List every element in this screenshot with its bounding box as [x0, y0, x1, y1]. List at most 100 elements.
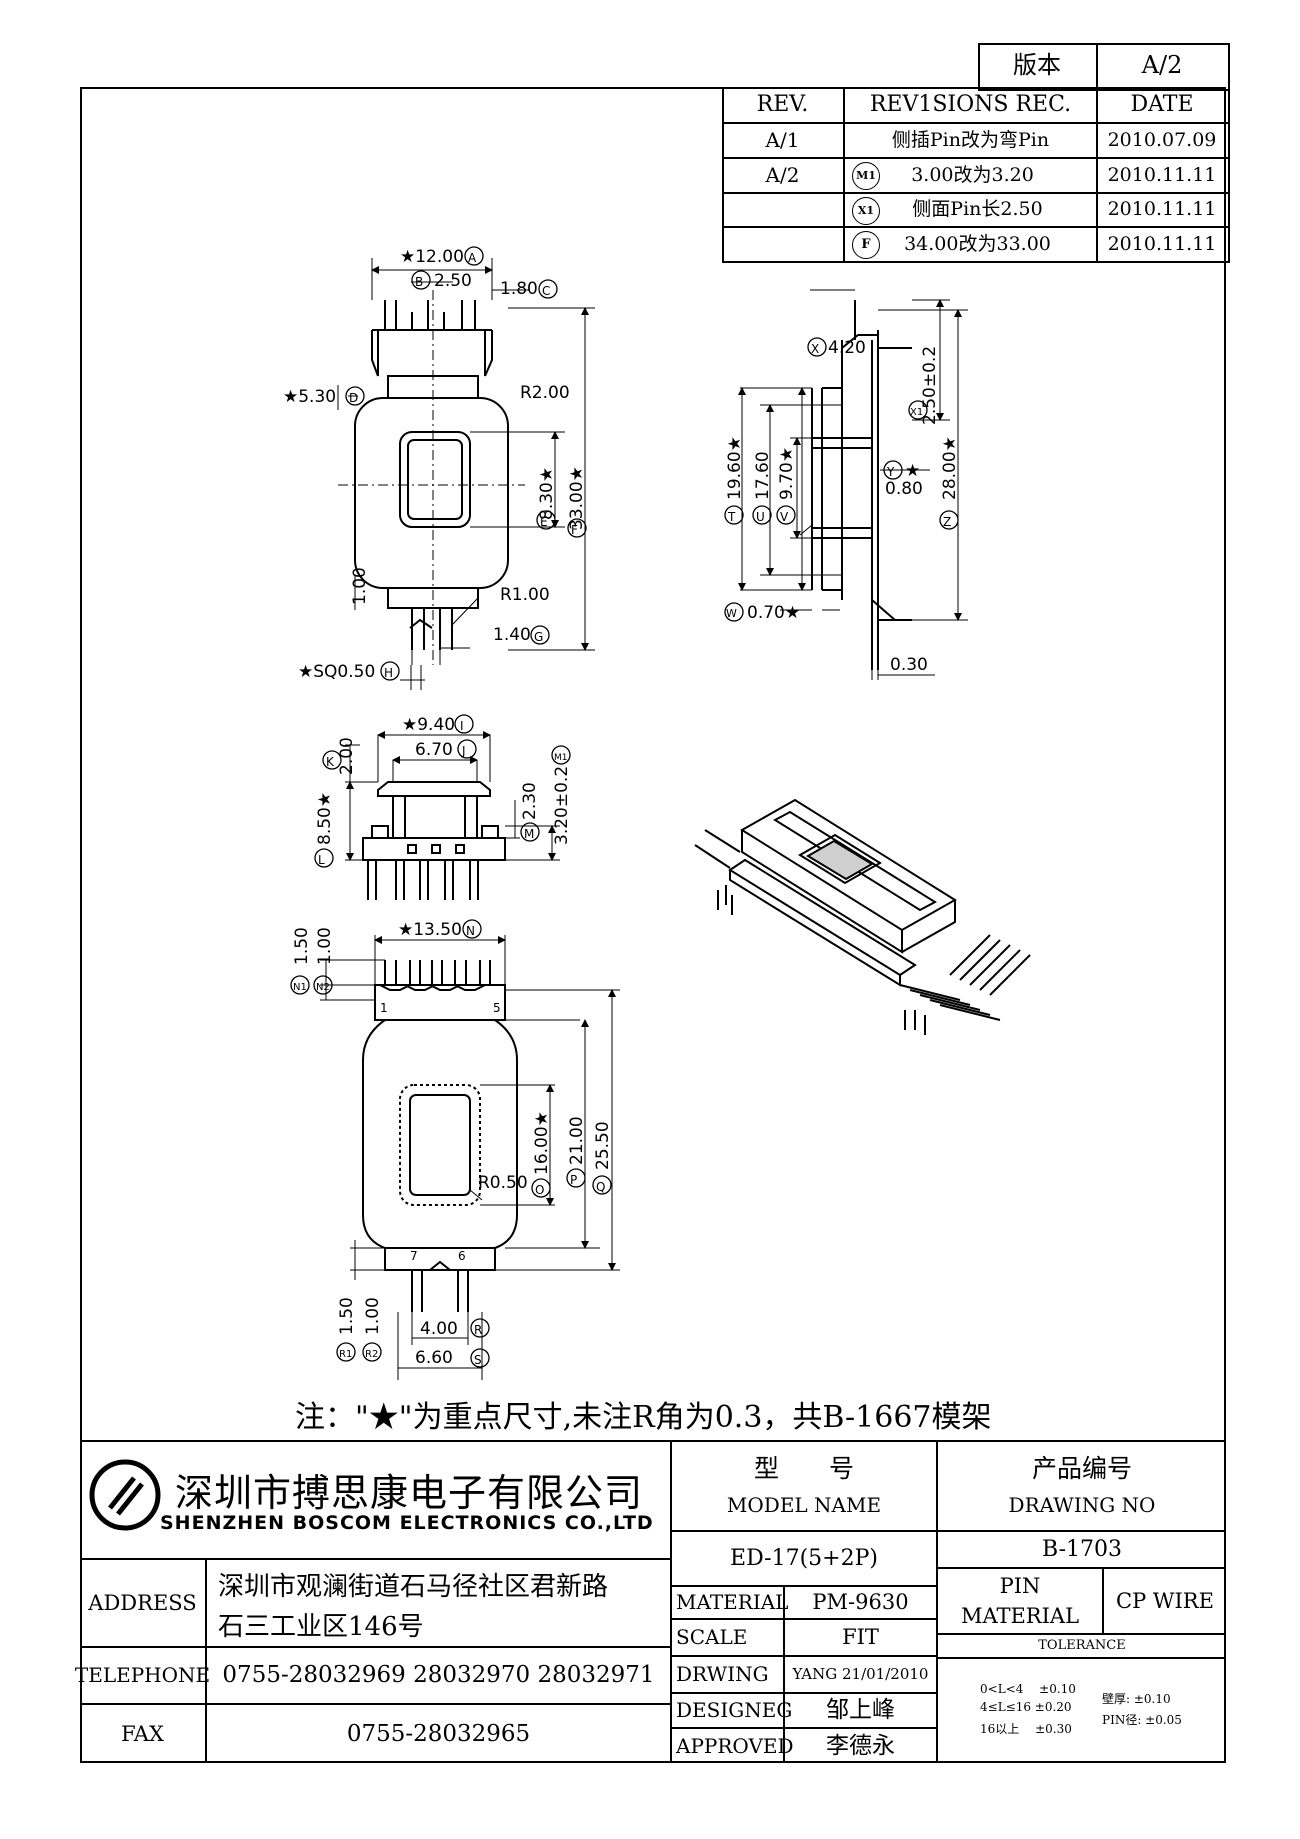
- fax-label: FAX: [121, 1721, 164, 1746]
- company-logo-icon: [89, 1459, 161, 1531]
- svg-text:J: J: [461, 744, 466, 758]
- revisions-header: REV1SIONS REC.: [869, 92, 1072, 118]
- rev-row-1-rev: A/1: [765, 128, 800, 152]
- drawing-no-label-en: DRAWING NO: [1008, 1492, 1156, 1517]
- svg-text:2.30: 2.30: [520, 782, 540, 820]
- svg-text:33.00★: 33.00★: [567, 466, 587, 530]
- designeg-label: DESIGNEG: [676, 1698, 793, 1722]
- scale-label: SCALE: [676, 1625, 748, 1649]
- svg-text:1: 1: [380, 1001, 388, 1015]
- tolerance-range-1: 0<L<4 ±0.10: [980, 1682, 1076, 1696]
- svg-text:1.40: 1.40: [493, 625, 531, 645]
- bottom-view: [362, 960, 518, 1312]
- rev-row-4-marker: F: [852, 231, 880, 259]
- svg-text:Y: Y: [886, 465, 895, 479]
- rev-row-3-marker: X1: [852, 197, 880, 225]
- side-view-dims: [738, 289, 968, 680]
- rev-row-2-rev: A/2: [765, 163, 800, 187]
- svg-text:4.20: 4.20: [828, 338, 866, 358]
- front-view: [362, 781, 506, 900]
- svg-text:1.50: 1.50: [337, 1297, 357, 1335]
- company-name-en: SHENZHEN BOSCOM ELECTRONICS CO.,LTD: [160, 1512, 654, 1534]
- telephone-value: 0755-28032969 28032970 28032971: [222, 1662, 655, 1689]
- svg-text:1.00: 1.00: [315, 927, 335, 965]
- designeg-value: 邹上峰: [826, 1697, 895, 1724]
- version-label: 版本: [1013, 51, 1061, 80]
- svg-text:C: C: [542, 284, 550, 298]
- top-view-labels: ★12.00 A B 2.50 1.80 C ★5.30 D R2.00 8.3…: [283, 246, 587, 682]
- svg-text:R0.50: R0.50: [478, 1173, 528, 1193]
- svg-text:D: D: [349, 391, 358, 405]
- svg-text:8.30★: 8.30★: [537, 467, 557, 520]
- svg-text:3.20±0.2: 3.20±0.2: [552, 766, 572, 845]
- tolerance-range-2: 4≤L≤16 ±0.20: [980, 1700, 1072, 1714]
- model-name-value: ED-17(5+2P): [730, 1545, 878, 1571]
- svg-text:8.50★: 8.50★: [315, 792, 335, 845]
- svg-text:O: O: [535, 1183, 544, 1197]
- svg-text:16.00★: 16.00★: [532, 1111, 552, 1175]
- svg-text:0.30: 0.30: [890, 655, 928, 675]
- svg-text:U: U: [756, 510, 765, 524]
- tolerance-range-3: 16以上 ±0.30: [980, 1722, 1072, 1736]
- approved-label: APPROVED: [676, 1733, 794, 1758]
- svg-text:★13.50: ★13.50: [398, 920, 462, 940]
- svg-text:★SQ0.50: ★SQ0.50: [298, 662, 375, 682]
- rev-row-1-date: 2010.07.09: [1107, 128, 1217, 151]
- svg-text:F: F: [571, 523, 578, 537]
- side-view: [811, 300, 912, 670]
- svg-text:21.00: 21.00: [567, 1116, 587, 1165]
- svg-text:R1.00: R1.00: [500, 585, 550, 605]
- fax-value: 0755-28032965: [346, 1720, 531, 1747]
- material-value: PM-9630: [812, 1590, 909, 1615]
- svg-text:R2: R2: [365, 1349, 378, 1360]
- svg-text:T: T: [727, 510, 736, 524]
- side-view-labels: X 4.20 X1 2.50±0.2 19.60★ T 17.60 U 9.70…: [724, 337, 960, 675]
- svg-text:6.70: 6.70: [415, 740, 453, 760]
- svg-text:4.00: 4.00: [420, 1319, 458, 1339]
- pin-material-label-1: PIN: [999, 1573, 1041, 1598]
- svg-text:★5.30: ★5.30: [283, 387, 336, 407]
- isometric-view: [694, 798, 1031, 1035]
- svg-text:R2.00: R2.00: [520, 383, 570, 403]
- svg-text:V: V: [780, 510, 789, 524]
- svg-text:S: S: [474, 1353, 482, 1367]
- svg-text:G: G: [534, 630, 543, 644]
- svg-text:1.00: 1.00: [350, 567, 370, 605]
- rev-row-4-date: 2010.11.11: [1107, 232, 1217, 255]
- bottom-view-dims: [320, 935, 620, 1380]
- svg-text:X1: X1: [910, 407, 923, 418]
- rev-header: REV.: [756, 92, 809, 118]
- svg-text:I: I: [460, 719, 464, 733]
- rev-row-4-desc: 34.00改为33.00: [904, 232, 1051, 255]
- model-name-label-en: MODEL NAME: [726, 1492, 882, 1517]
- svg-text:5: 5: [493, 1001, 501, 1015]
- svg-text:0.70★: 0.70★: [747, 603, 800, 623]
- svg-text:M: M: [524, 827, 534, 841]
- model-name-label-cn: 型 号: [753, 1453, 854, 1483]
- drwing-value: YANG 21/01/2010: [792, 1664, 929, 1683]
- top-view: [337, 258, 595, 690]
- svg-text:17.60: 17.60: [753, 451, 773, 500]
- version-value: A/2: [1141, 51, 1183, 80]
- pin-material-value: CP WIRE: [1116, 1588, 1214, 1613]
- rev-row-3-date: 2010.11.11: [1107, 198, 1217, 221]
- svg-text:Q: Q: [596, 1180, 605, 1194]
- svg-text:2.50: 2.50: [434, 271, 472, 291]
- tolerance-label: TOLERANCE: [1038, 1637, 1126, 1653]
- drawing-note: 注："★"为重点尺寸,未注R角为0.3，共B-1667模架: [295, 1400, 992, 1435]
- drawing-no-label-cn: 产品编号: [1031, 1453, 1132, 1483]
- tolerance-wall: 壁厚: ±0.10: [1102, 1692, 1171, 1706]
- svg-text:1.50: 1.50: [292, 927, 312, 965]
- svg-text:9.70★: 9.70★: [777, 447, 797, 500]
- svg-text:6.60: 6.60: [415, 1348, 453, 1368]
- rev-row-2-desc: 3.00改为3.20: [911, 163, 1034, 186]
- pin-material-label-2: MATERIAL: [960, 1603, 1080, 1628]
- svg-text:L: L: [318, 853, 325, 867]
- tolerance-pin: PIN径: ±0.05: [1102, 1713, 1182, 1727]
- rev-row-1-desc: 侧插Pin改为弯Pin: [891, 128, 1050, 151]
- front-view-labels: K 2.00 ★9.40 I 6.70 J 8.50★ L 2.30 M 3.2…: [314, 714, 572, 868]
- svg-text:E: E: [540, 515, 548, 529]
- telephone-label: TELEPHONE: [74, 1663, 211, 1687]
- svg-text:R1: R1: [339, 1349, 352, 1360]
